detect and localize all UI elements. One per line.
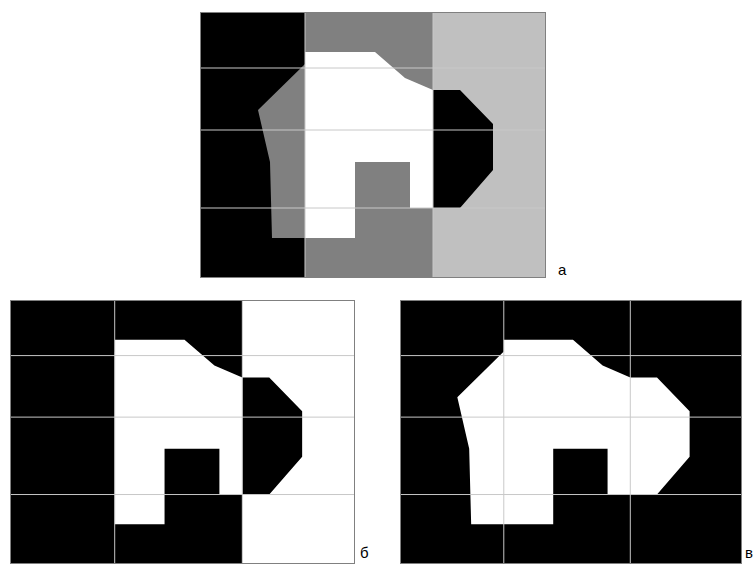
panel-c-image <box>400 300 742 564</box>
panel-label: а <box>558 262 566 277</box>
panel-label: в <box>745 545 753 560</box>
panel-b-image <box>10 300 355 564</box>
panel-label: б <box>360 545 369 560</box>
panel-a-image <box>200 12 546 278</box>
